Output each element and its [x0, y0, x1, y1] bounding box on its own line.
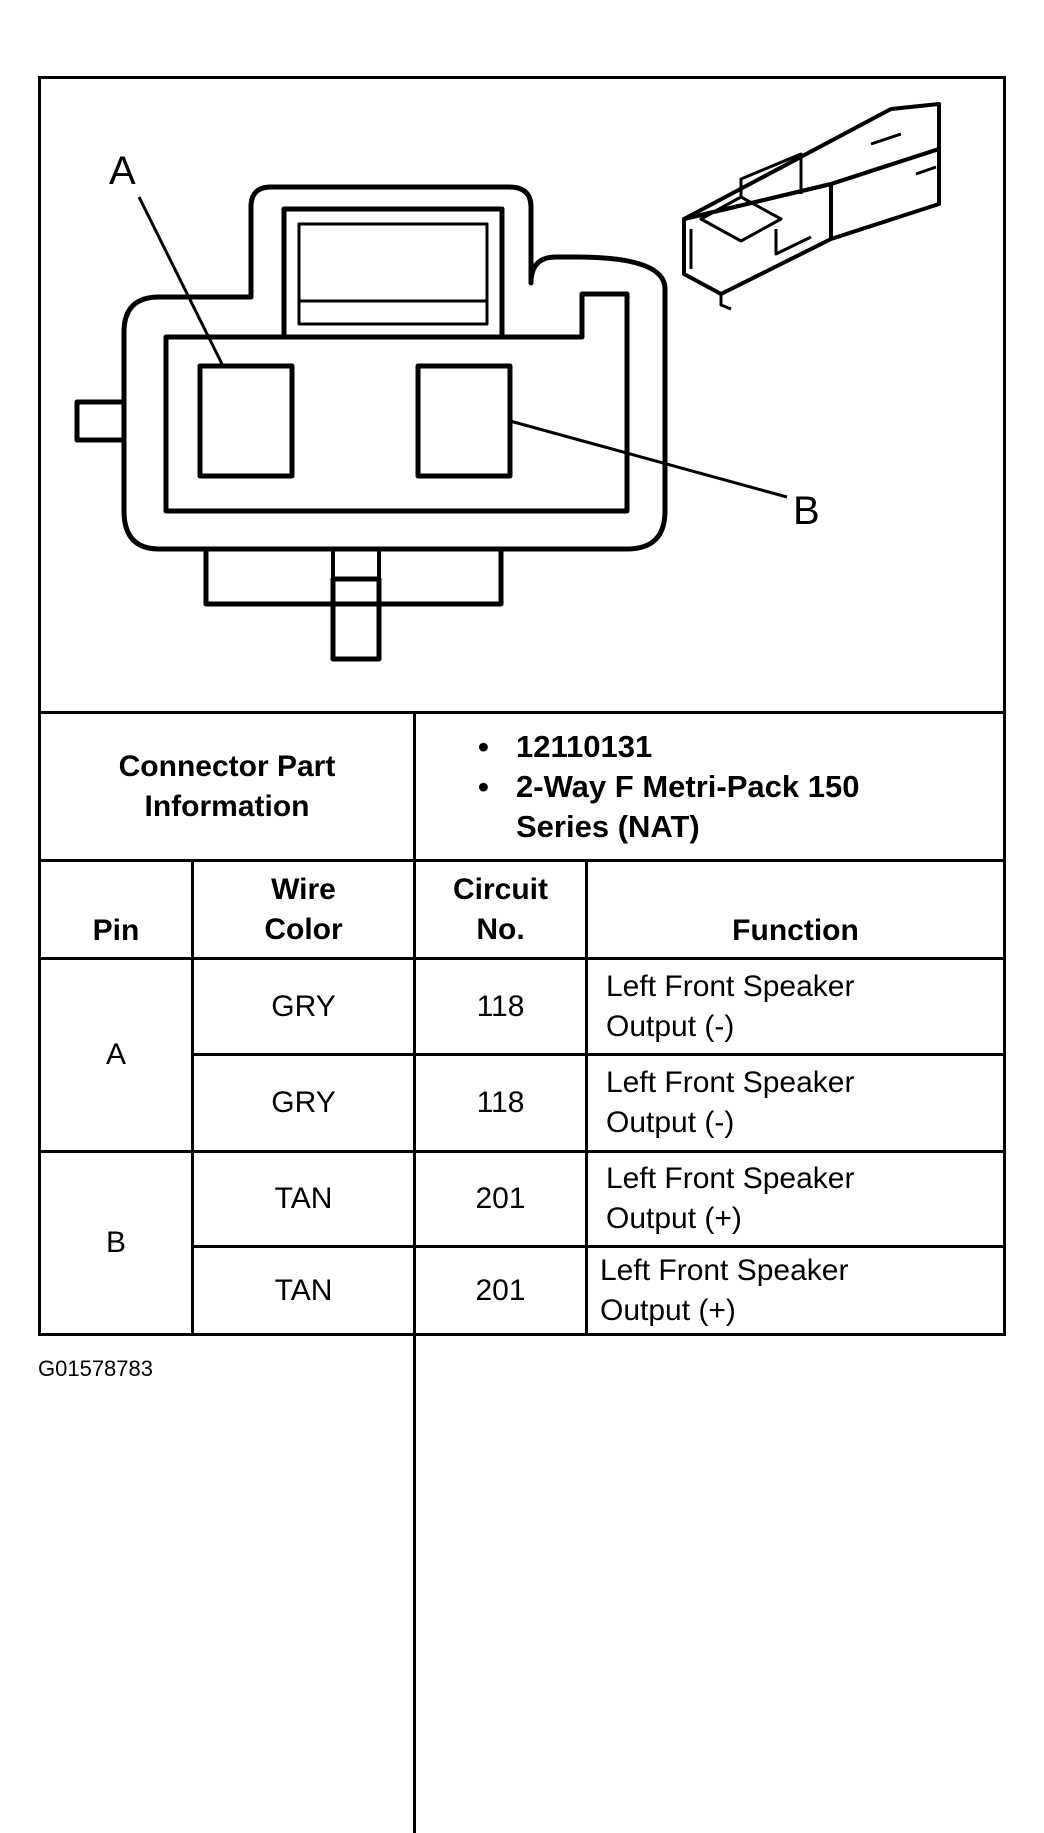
- connector-info-label: Connector Part Information: [118, 749, 336, 823]
- table-row-circuit: 118: [476, 1086, 525, 1119]
- header-function: Function: [732, 914, 859, 947]
- part-description: •2-Way F Metri-Pack 150 Series (NAT): [478, 768, 860, 844]
- leader-line-b: [509, 419, 788, 499]
- diagram-frame: A B Connector Part Information •12110131…: [38, 76, 1006, 1833]
- label-b: B: [793, 489, 820, 533]
- leader-line-a: [137, 196, 225, 367]
- table-row-wire-color: GRY: [271, 1086, 336, 1119]
- connector-part-list: •12110131 •2-Way F Metri-Pack 150 Series…: [478, 727, 876, 847]
- table-row-function: Left Front Speaker Output (-): [606, 1066, 855, 1139]
- table-row-wire-color: TAN: [274, 1273, 333, 1307]
- table-row-circuit: 201: [475, 1273, 526, 1307]
- table-row-circuit: 201: [475, 1182, 526, 1215]
- connector-outer-housing: [121, 184, 668, 552]
- connector-left-tab: [74, 399, 127, 443]
- table-row-function: Left Front Speaker Output (+): [606, 1162, 855, 1235]
- connector-bottom-tab: [203, 549, 504, 607]
- header-pin: Pin: [92, 914, 140, 947]
- pin-a-cell: A: [105, 1038, 126, 1071]
- connector-info-values: •12110131 •2-Way F Metri-Pack 150 Series…: [416, 714, 1003, 859]
- table-row-wire-color: GRY: [271, 989, 336, 1023]
- connector-diagram: A B: [74, 102, 941, 662]
- part-number: •12110131: [478, 728, 653, 764]
- terminal-a: [197, 363, 295, 479]
- table-row-function: Left Front Speaker Output (+): [600, 1253, 849, 1327]
- connector-3d-illustration: [682, 102, 941, 311]
- connector-inner-cavity: [163, 291, 630, 514]
- table-row-wire-color: TAN: [274, 1182, 333, 1215]
- table-row-function: Left Front Speaker Output (-): [606, 969, 855, 1043]
- header-circuit-no: Circuit No.: [452, 872, 548, 946]
- connector-latch: [281, 206, 505, 340]
- terminal-b: [415, 363, 513, 479]
- pin-b-cell: B: [105, 1226, 126, 1259]
- figure-id: G01578783: [38, 1356, 153, 1381]
- table-row-circuit: 118: [476, 989, 525, 1023]
- label-a: A: [109, 149, 136, 193]
- header-wire-color: Wire Color: [264, 872, 343, 946]
